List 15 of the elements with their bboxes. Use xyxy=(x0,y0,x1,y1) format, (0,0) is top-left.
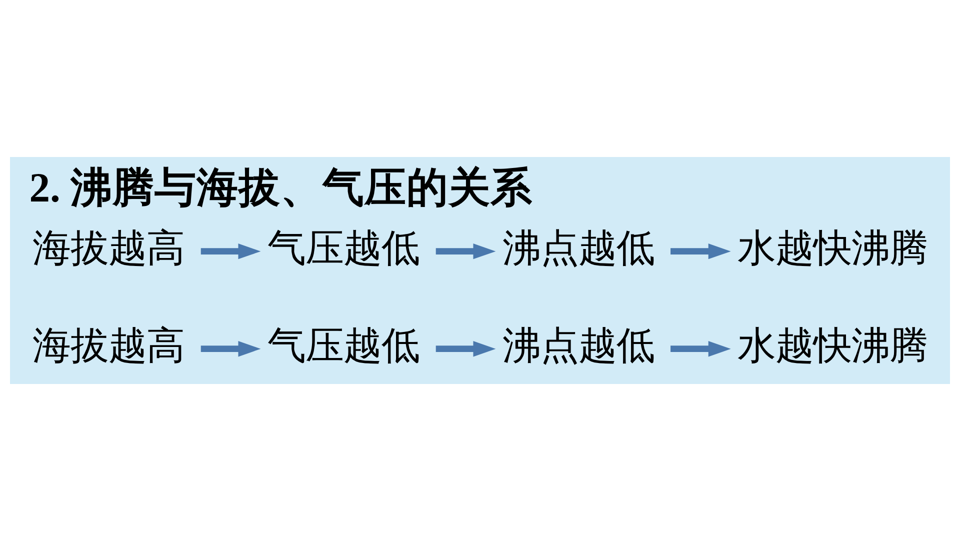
node-text: 水越快沸腾 xyxy=(737,228,928,270)
arrow xyxy=(436,242,496,259)
arrow xyxy=(436,340,496,356)
node-text: 气压越低 xyxy=(267,325,420,368)
diagram-title: 2. 沸腾与海拔、气压的关系 xyxy=(29,164,533,210)
node-text: 水越快沸腾 xyxy=(737,325,928,368)
node-text: 海拔越高 xyxy=(32,228,184,270)
node-text: 沸点越低 xyxy=(502,228,654,270)
node-text: 气压越低 xyxy=(267,228,420,270)
arrow xyxy=(670,242,731,259)
arrow xyxy=(670,340,731,356)
arrow xyxy=(200,242,261,259)
node-text: 沸点越低 xyxy=(502,325,654,368)
arrow xyxy=(200,340,261,356)
node-text: 海拔越高 xyxy=(32,325,184,368)
